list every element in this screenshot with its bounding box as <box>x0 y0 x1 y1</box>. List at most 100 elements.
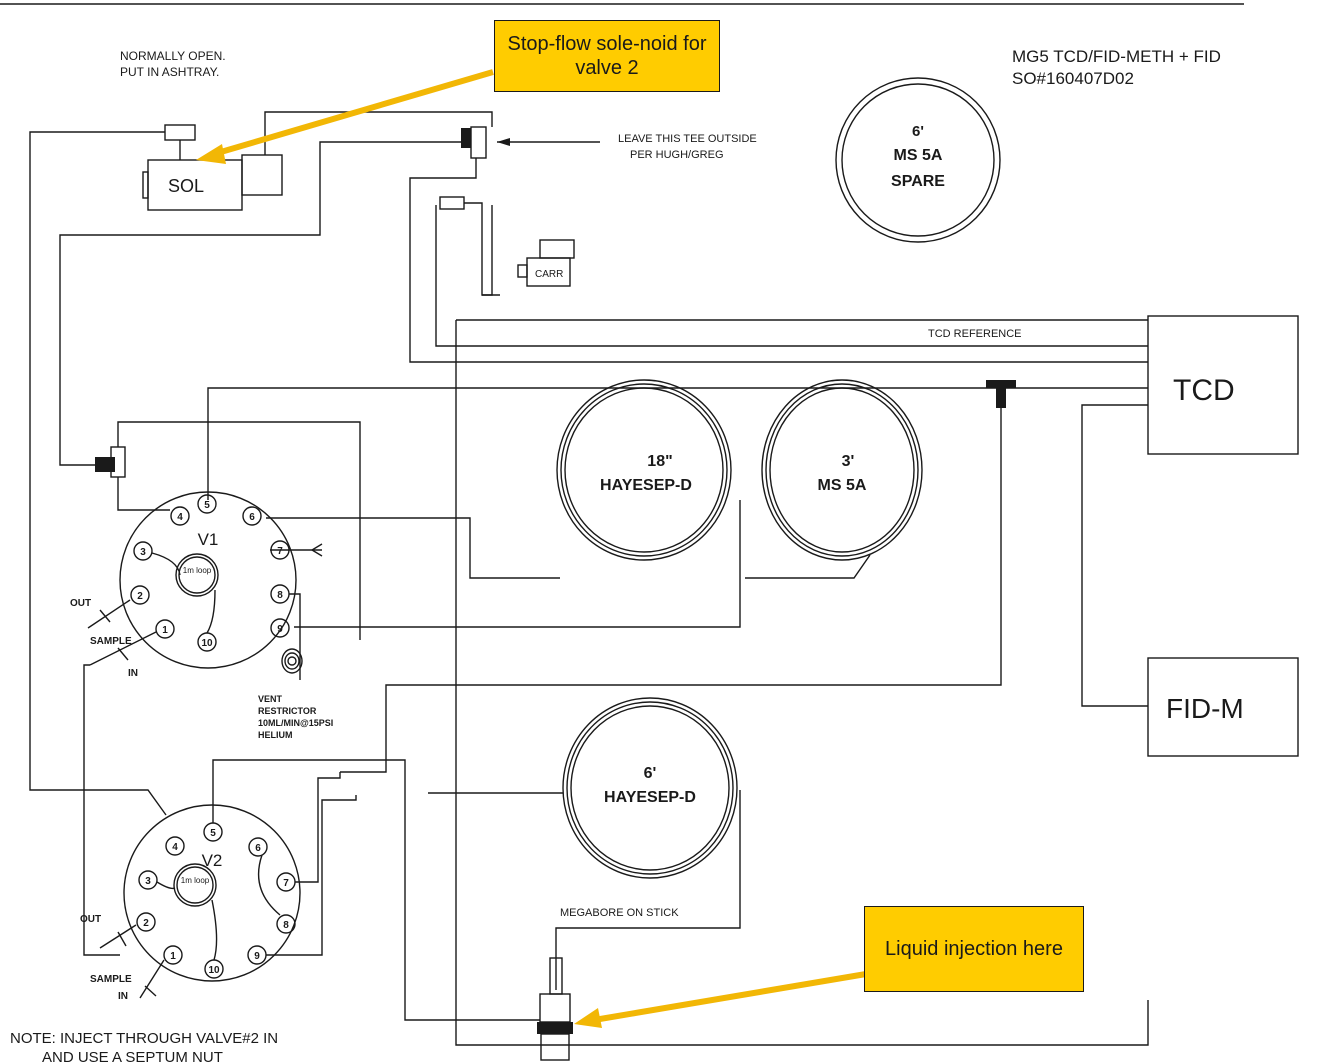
oven-frame: TCD REFERENCE <box>455 319 1149 1046</box>
hayesep6-to-injector <box>555 790 741 990</box>
v1-tee-upper <box>117 421 361 640</box>
svg-text:3: 3 <box>145 876 151 887</box>
vent-label-4: HELIUM <box>258 730 293 740</box>
svg-text:10: 10 <box>208 965 220 976</box>
v2-port-3: 3 <box>138 870 158 890</box>
fid-label: FID-M <box>1166 693 1244 724</box>
valve-v1-loop: 1m loop <box>183 566 212 575</box>
v2-port-6: 6 <box>248 837 268 857</box>
liquid-injection-callout: Liquid injection here <box>864 906 1084 992</box>
hayesep18-to-ms5a <box>745 554 871 579</box>
tcd-label: TCD <box>1173 374 1235 407</box>
vent-label-2: RESTRICTOR <box>258 706 317 716</box>
stop-flow-callout: Stop-flow sole-noid for valve 2 <box>494 20 720 92</box>
stop-flow-arrow <box>196 69 494 164</box>
vent-label-3: 10ML/MIN@15PSI <box>258 718 333 728</box>
svg-text:4: 4 <box>177 512 183 523</box>
svg-text:9: 9 <box>277 624 283 635</box>
fid-detector: FID-M <box>1147 657 1299 757</box>
drawing-title-line1: MG5 TCD/FID-METH + FID <box>1012 47 1221 66</box>
v1-port-3: 3 <box>133 541 153 561</box>
hayesep-6ft-phase: HAYESEP-D <box>604 789 696 806</box>
vent-label-1: VENT <box>258 694 283 704</box>
v1-port-1: 1 <box>155 619 175 639</box>
svg-text:10: 10 <box>201 638 213 649</box>
top-plumbing <box>29 111 1148 816</box>
inject-note-line1: NOTE: INJECT THROUGH VALVE#2 IN <box>10 1030 278 1047</box>
svg-text:2: 2 <box>143 918 149 929</box>
spare-column-length: 6' <box>912 123 924 140</box>
v1-sample-label: SAMPLE <box>90 636 132 647</box>
svg-text:6: 6 <box>249 512 255 523</box>
v2-sample-label: SAMPLE <box>90 974 132 985</box>
stop-flow-callout-text: Stop-flow sole-noid for valve 2 <box>507 33 707 79</box>
inject-note-line2: AND USE A SEPTUM NUT <box>42 1049 223 1064</box>
svg-text:5: 5 <box>210 828 216 839</box>
hayesep-6ft-length: 6' <box>644 765 657 782</box>
svg-text:6: 6 <box>255 843 261 854</box>
svg-text:8: 8 <box>283 920 289 931</box>
v1-port-10: 10 <box>197 632 217 652</box>
svg-text:5: 5 <box>204 500 210 511</box>
v1-port-8: 8 <box>270 584 290 604</box>
valve-v2-loop: 1m loop <box>181 876 210 885</box>
svg-text:7: 7 <box>277 546 283 557</box>
v2-sample-lines: OUT SAMPLE IN <box>80 914 165 1002</box>
v2-port-7: 7 <box>276 872 296 892</box>
v1-tee-body <box>95 457 115 472</box>
injector-fitting <box>537 957 573 1061</box>
liquid-injection-arrow <box>574 971 867 1028</box>
solenoid-note-line1: NORMALLY OPEN. <box>120 49 226 63</box>
hayesep-18in-length: 18" <box>647 453 672 470</box>
svg-text:9: 9 <box>254 951 260 962</box>
carrier-label: CARR <box>535 269 563 280</box>
drawing-title-line2: SO#160407D02 <box>1012 69 1134 88</box>
tcd-fid-link <box>1081 404 1148 707</box>
valve-v2: V2 1m loop 4 5 6 7 8 9 10 1 2 3 <box>123 759 540 1021</box>
carrier-regulator: CARR <box>517 239 575 287</box>
v2-out-label: OUT <box>80 914 101 925</box>
v1-port-5: 5 <box>197 494 217 514</box>
valve-v1: V1 1m loop 4 5 6 7 8 9 10 1 2 3 <box>119 491 323 680</box>
svg-text:4: 4 <box>172 842 178 853</box>
valve-v1-label: V1 <box>198 530 219 549</box>
svg-text:7: 7 <box>283 878 289 889</box>
tee-outside-fitting <box>470 126 487 159</box>
ms5a-3ft-column: 3' MS 5A <box>761 379 923 561</box>
hayesep18-return <box>294 500 741 628</box>
tcd-reference-label: TCD REFERENCE <box>928 328 1022 340</box>
v1-in-label: IN <box>128 668 138 679</box>
solenoid: SOL <box>142 124 283 211</box>
valve-v2-label: V2 <box>202 851 223 870</box>
svg-text:1: 1 <box>170 951 176 962</box>
v1-out-label: OUT <box>70 598 91 609</box>
hayesep-18in-phase: HAYESEP-D <box>600 477 692 494</box>
spare-column: 6' MS 5A SPARE <box>835 77 1001 243</box>
v2-port-9: 9 <box>247 945 267 965</box>
v1-port-9: 9 <box>270 618 290 638</box>
spare-column-status: SPARE <box>891 173 945 190</box>
tcd-tee-top <box>986 380 1016 388</box>
hayesep-18in-column: 18" HAYESEP-D <box>556 379 732 561</box>
hayesep-6ft-column: 6' HAYESEP-D <box>562 697 738 879</box>
tee-outside-marker <box>461 128 471 148</box>
v2-port-8: 8 <box>276 914 296 934</box>
v2-port-1: 1 <box>163 945 183 965</box>
liquid-injection-callout-text: Liquid injection here <box>885 938 1063 960</box>
ms5a-3ft-phase: MS 5A <box>818 477 867 494</box>
svg-text:8: 8 <box>277 590 283 601</box>
spare-column-phase: MS 5A <box>894 147 943 164</box>
tee-note-line2: PER HUGH/GREG <box>630 149 724 161</box>
v2-in-label: IN <box>118 991 128 1002</box>
megabore-label: MEGABORE ON STICK <box>560 907 679 919</box>
svg-text:2: 2 <box>137 591 143 602</box>
v2-port-2: 2 <box>136 912 156 932</box>
v1-to-hayesep18 <box>266 517 560 579</box>
v1-port-4: 4 <box>170 506 190 526</box>
tee-note-line1: LEAVE THIS TEE OUTSIDE <box>618 133 757 145</box>
ms5a-3ft-length: 3' <box>842 453 855 470</box>
v1-tee-lower <box>117 477 170 511</box>
solenoid-note-line2: PUT IN ASHTRAY. <box>120 65 219 79</box>
